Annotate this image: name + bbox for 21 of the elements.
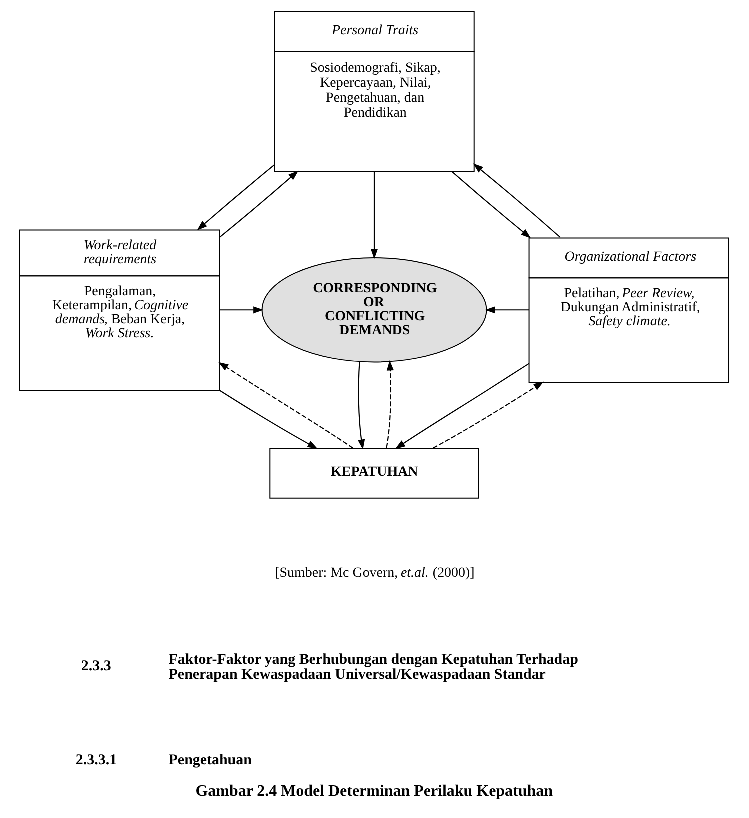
arrow — [386, 360, 394, 448]
node-box: KEPATUHAN — [270, 448, 480, 499]
arrow — [197, 164, 275, 231]
label: Pengetahuan — [168, 752, 252, 769]
arrow — [220, 390, 318, 450]
node-ellipse: CORRESPONDING OR CONFLICTING DEMANDS — [262, 258, 488, 363]
label: Faktor-Faktor yang Berhubungan dengan Kepatuhan Terhadap Penerapan Kewaspadaan Universal/Kewaspadaan Standar — [168, 652, 578, 684]
arrow — [370, 172, 378, 260]
arrow — [220, 306, 264, 314]
label: 2.3.3 — [81, 658, 112, 675]
arrow — [219, 170, 299, 238]
arrow — [358, 362, 366, 450]
arrow — [395, 363, 530, 450]
label: [Sumber: Mc Govern, et.al. (2000)] — [275, 566, 475, 581]
arrow — [452, 172, 532, 239]
label: 2.3.3.1 — [76, 752, 118, 769]
caption: Gambar 2.4 Model Determinan Perilaku Kepatuhan — [196, 782, 553, 800]
arrow — [485, 306, 530, 314]
arrow — [218, 362, 354, 449]
arrow — [473, 164, 561, 238]
arrow — [432, 382, 544, 449]
